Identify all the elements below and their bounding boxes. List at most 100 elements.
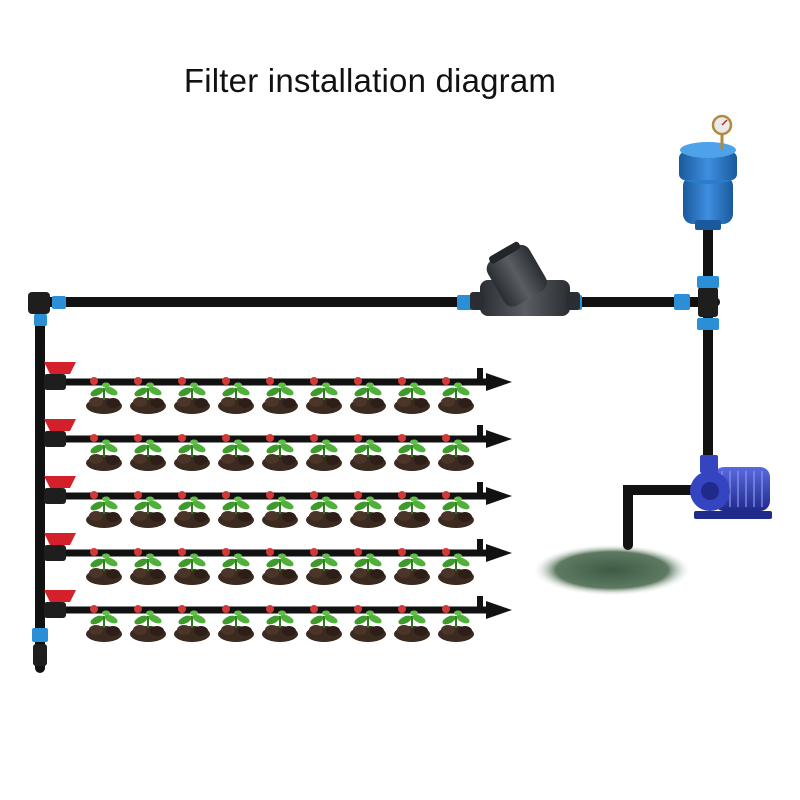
seedling-icon bbox=[86, 605, 122, 642]
seedling-icon bbox=[218, 548, 254, 585]
seedling-icon bbox=[306, 605, 342, 642]
dripper-icon bbox=[354, 377, 362, 385]
seedling-icon bbox=[218, 377, 254, 414]
dripper-icon bbox=[90, 377, 98, 385]
dripper-icon bbox=[442, 434, 450, 442]
drip-line bbox=[44, 362, 512, 414]
seedling-icon bbox=[438, 548, 474, 585]
seedling-icon bbox=[350, 377, 386, 414]
end-plug-icon bbox=[486, 373, 512, 391]
dripper-icon bbox=[266, 605, 274, 613]
dripper-icon bbox=[310, 491, 318, 499]
dripper-icon bbox=[354, 491, 362, 499]
seedling-icon bbox=[438, 605, 474, 642]
dripper-icon bbox=[222, 377, 230, 385]
dripper-icon bbox=[134, 491, 142, 499]
seedling-icon bbox=[438, 491, 474, 528]
page-title: Filter installation diagram bbox=[183, 62, 557, 99]
ball-valve-icon[interactable] bbox=[44, 362, 76, 390]
ball-valve-icon[interactable] bbox=[44, 590, 76, 618]
water-pond-icon bbox=[532, 544, 692, 596]
drip-line bbox=[44, 476, 512, 528]
dripper-icon bbox=[266, 548, 274, 556]
dripper-icon bbox=[90, 605, 98, 613]
seedling-icon bbox=[86, 434, 122, 471]
dripper-icon bbox=[266, 434, 274, 442]
seedling-icon bbox=[394, 434, 430, 471]
seedling-icon bbox=[350, 548, 386, 585]
dripper-icon bbox=[178, 605, 186, 613]
end-plug-icon bbox=[486, 601, 512, 619]
seedling-icon bbox=[394, 491, 430, 528]
seedling-icon bbox=[438, 434, 474, 471]
seedling-icon bbox=[306, 491, 342, 528]
seedling-icon bbox=[174, 434, 210, 471]
seedling-icon bbox=[394, 605, 430, 642]
dripper-icon bbox=[178, 491, 186, 499]
filter-icon bbox=[470, 241, 580, 316]
seedling-icon bbox=[174, 548, 210, 585]
dripper-icon bbox=[222, 605, 230, 613]
seedling-icon bbox=[394, 377, 430, 414]
dripper-icon bbox=[354, 548, 362, 556]
seedling-icon bbox=[350, 491, 386, 528]
seedling-icon bbox=[174, 605, 210, 642]
dripper-icon bbox=[134, 434, 142, 442]
seedling-icon bbox=[262, 377, 298, 414]
dripper-icon bbox=[178, 434, 186, 442]
seedling-icon bbox=[218, 605, 254, 642]
seedling-icon bbox=[130, 434, 166, 471]
water-pump-icon bbox=[690, 455, 772, 519]
dripper-icon bbox=[354, 605, 362, 613]
seedling-icon bbox=[306, 377, 342, 414]
dripper-icon bbox=[310, 548, 318, 556]
seedling-icon bbox=[306, 548, 342, 585]
dripper-icon bbox=[398, 491, 406, 499]
seedling-icon bbox=[262, 605, 298, 642]
seedling-icon bbox=[262, 491, 298, 528]
dripper-icon bbox=[178, 548, 186, 556]
seedling-icon bbox=[438, 377, 474, 414]
dripper-icon bbox=[134, 548, 142, 556]
pressure-gauge-icon bbox=[711, 114, 733, 150]
dripper-icon bbox=[442, 548, 450, 556]
seedling-icon bbox=[306, 434, 342, 471]
air-release-valve-icon bbox=[679, 142, 737, 230]
seedling-icon bbox=[262, 434, 298, 471]
dripper-icon bbox=[442, 377, 450, 385]
seedling-icon bbox=[86, 377, 122, 414]
end-plug-icon bbox=[486, 430, 512, 448]
end-plug-icon bbox=[486, 487, 512, 505]
dripper-icon bbox=[266, 491, 274, 499]
seedling-icon bbox=[86, 491, 122, 528]
dripper-icon bbox=[398, 605, 406, 613]
dripper-icon bbox=[90, 491, 98, 499]
seedling-icon bbox=[130, 377, 166, 414]
dripper-icon bbox=[178, 377, 186, 385]
drip-line bbox=[44, 419, 512, 471]
dripper-icon bbox=[310, 605, 318, 613]
dripper-icon bbox=[442, 491, 450, 499]
dripper-icon bbox=[222, 434, 230, 442]
drip-line bbox=[44, 590, 512, 642]
seedling-icon bbox=[350, 605, 386, 642]
dripper-icon bbox=[310, 377, 318, 385]
ball-valve-icon[interactable] bbox=[44, 533, 76, 561]
ball-valve-icon[interactable] bbox=[44, 419, 76, 447]
seedling-icon bbox=[218, 491, 254, 528]
seedling-icon bbox=[130, 605, 166, 642]
dripper-icon bbox=[442, 605, 450, 613]
end-plug-icon bbox=[486, 544, 512, 562]
seedling-icon bbox=[130, 548, 166, 585]
dripper-icon bbox=[134, 377, 142, 385]
ball-valve-icon[interactable] bbox=[44, 476, 76, 504]
seedling-icon bbox=[262, 548, 298, 585]
seedling-icon bbox=[130, 491, 166, 528]
main-pipes bbox=[33, 215, 720, 673]
dripper-icon bbox=[310, 434, 318, 442]
dripper-icon bbox=[90, 434, 98, 442]
dripper-icon bbox=[398, 377, 406, 385]
dripper-icon bbox=[222, 548, 230, 556]
seedling-icon bbox=[394, 548, 430, 585]
dripper-icon bbox=[354, 434, 362, 442]
